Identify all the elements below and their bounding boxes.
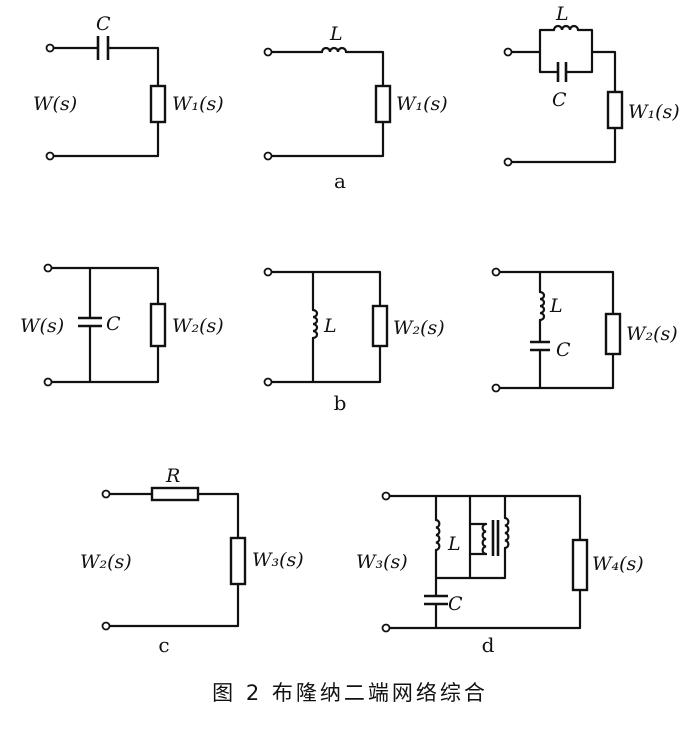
circuit-b1: W(s) C W₂(s) xyxy=(20,263,224,387)
inductor xyxy=(320,46,348,54)
input-terminal xyxy=(491,383,501,393)
circuit-a2: L W₁(s) xyxy=(263,23,448,161)
w2-block xyxy=(604,312,622,356)
inductor xyxy=(538,290,546,322)
circuit-a1: C W(s) W₁(s) xyxy=(33,13,224,161)
input-transfer-label: W(s) xyxy=(33,93,77,115)
w1-label: W₁(s) xyxy=(396,93,448,115)
input-terminal xyxy=(503,47,513,57)
row-caption-b: b xyxy=(334,391,347,415)
w4-label: W₄(s) xyxy=(592,553,644,575)
w1-block xyxy=(149,84,167,124)
circuit-a3: L C W₁(s) xyxy=(503,3,680,167)
input-transfer-label: W(s) xyxy=(20,315,64,337)
resistor-label: R xyxy=(165,465,180,487)
inductor-label: L xyxy=(555,3,569,25)
capacitor-label: C xyxy=(106,313,121,335)
capacitor-label: C xyxy=(552,89,567,111)
row-caption-a: a xyxy=(334,169,346,193)
row-caption-d: d xyxy=(482,633,495,657)
w2-label: W₂(s) xyxy=(393,317,445,339)
row-caption-c: c xyxy=(158,633,169,657)
w1-label: W₁(s) xyxy=(628,101,680,123)
inductor xyxy=(434,518,441,552)
circuit-b3: L C W₂(s) xyxy=(491,267,678,393)
inductor-label: L xyxy=(323,315,337,337)
inductor-label: L xyxy=(447,533,461,555)
inductor xyxy=(311,308,319,340)
w2-block xyxy=(149,302,167,348)
w2-label: W₂(s) xyxy=(172,315,224,337)
input-terminal xyxy=(45,43,55,53)
circuit-b2: L W₂(s) xyxy=(263,267,445,387)
input-terminal xyxy=(45,151,55,161)
input-terminal xyxy=(491,267,501,277)
w3-block xyxy=(229,536,247,586)
resistor xyxy=(150,486,200,502)
input-terminal xyxy=(263,151,273,161)
input-terminal xyxy=(263,267,273,277)
input-terminal xyxy=(43,263,53,273)
input-terminal xyxy=(503,157,513,167)
input-transfer-label: W₃(s) xyxy=(356,551,408,573)
inductor-label: L xyxy=(549,295,563,317)
circuit-d: L C W₃(s) W₄(s) xyxy=(356,491,644,633)
inductor xyxy=(552,24,580,32)
input-terminal xyxy=(381,623,391,633)
w1-block xyxy=(606,90,624,130)
figure-caption: 图 2 布隆纳二端网络综合 xyxy=(212,681,488,705)
input-transfer-label: W₂(s) xyxy=(80,551,132,573)
capacitor-label: C xyxy=(96,13,111,35)
w2-label: W₂(s) xyxy=(626,323,678,345)
input-terminal xyxy=(101,489,111,499)
capacitor-label: C xyxy=(448,593,463,615)
w3-label: W₃(s) xyxy=(252,549,304,571)
circuit-c: R W₂(s) W₃(s) xyxy=(80,465,304,631)
input-terminal xyxy=(381,491,391,501)
input-terminal xyxy=(43,377,53,387)
inductor-label: L xyxy=(329,23,343,45)
capacitor-label: C xyxy=(556,339,571,361)
w1-block xyxy=(374,84,392,124)
transformer-primary-coil xyxy=(481,522,488,556)
transformer-secondary-coil xyxy=(503,516,510,550)
w4-block xyxy=(571,538,589,592)
input-terminal xyxy=(263,377,273,387)
input-terminal xyxy=(101,621,111,631)
w2-block xyxy=(371,304,389,348)
input-terminal xyxy=(263,47,273,57)
w1-label: W₁(s) xyxy=(172,93,224,115)
